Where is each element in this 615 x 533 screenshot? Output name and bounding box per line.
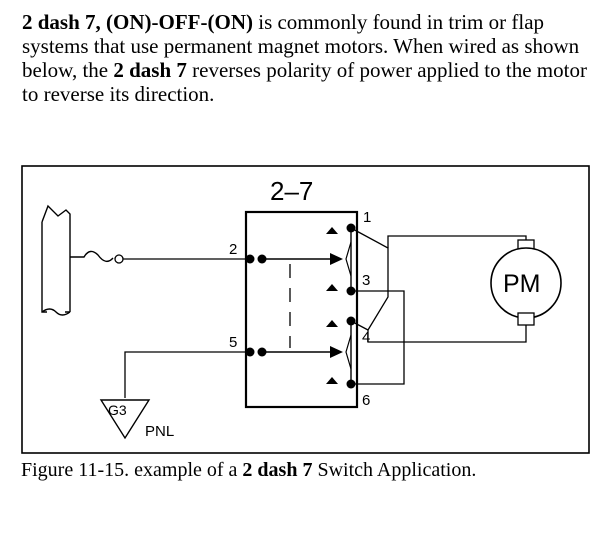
ground-label: G3 (108, 402, 127, 418)
intro-mid-text: is commonly found in trim or flap system… (22, 10, 580, 82)
caption-bold: 2 dash 7 (242, 459, 313, 481)
terminal-label-6: 6 (362, 392, 370, 409)
intro-mid-bold: 2 dash 7 (113, 58, 187, 82)
terminal-label-3: 3 (362, 272, 370, 289)
wire-ground (124, 351, 250, 398)
power-bus-break (41, 308, 71, 316)
wire-1-to-4 (350, 227, 389, 331)
fuse-symbol (70, 250, 114, 263)
power-bus (41, 204, 71, 313)
intro-paragraph: 2 dash 7, (ON)-OFF-(ON) is commonly foun… (22, 10, 597, 106)
figure-frame (21, 165, 590, 454)
ground-symbol (99, 399, 151, 440)
contact-tip-1 (326, 227, 338, 234)
contact-tip-4 (326, 320, 338, 327)
terminal-label-4: 4 (362, 329, 370, 346)
terminal-label-2: 2 (229, 241, 237, 258)
actuator-arrow-lower (330, 346, 343, 358)
terminal-label-5: 5 (229, 334, 237, 351)
panel-label: PNL (145, 423, 174, 440)
contact-tip-3 (326, 284, 338, 291)
motor-label: PM (503, 270, 541, 298)
terminal-label-1: 1 (363, 209, 371, 226)
switch-body (244, 210, 359, 409)
figure-caption: Figure 11-15. example of a 2 dash 7 Swit… (21, 458, 591, 482)
switch-label: 2–7 (270, 176, 313, 206)
contact-tip-6 (326, 377, 338, 384)
caption-prefix: Figure 11-15. example of a (21, 459, 243, 481)
fuse-terminal (114, 254, 124, 264)
terminal-2-dot (245, 254, 255, 264)
wire-to-motor-bottom (367, 325, 527, 343)
motor-brush-bottom (517, 312, 535, 326)
actuator-arrow-upper (330, 253, 343, 265)
wire-to-motor-top (387, 235, 527, 252)
wire-3-to-6 (351, 290, 405, 385)
detent-lower (345, 334, 352, 370)
intro-lead-bold: 2 dash 7, (ON)-OFF-(ON) (22, 10, 253, 34)
intro-tail-text: reverses polarity of power applied to th… (22, 58, 587, 106)
detent-upper (345, 241, 352, 277)
caption-suffix: Switch Application. (312, 459, 477, 481)
